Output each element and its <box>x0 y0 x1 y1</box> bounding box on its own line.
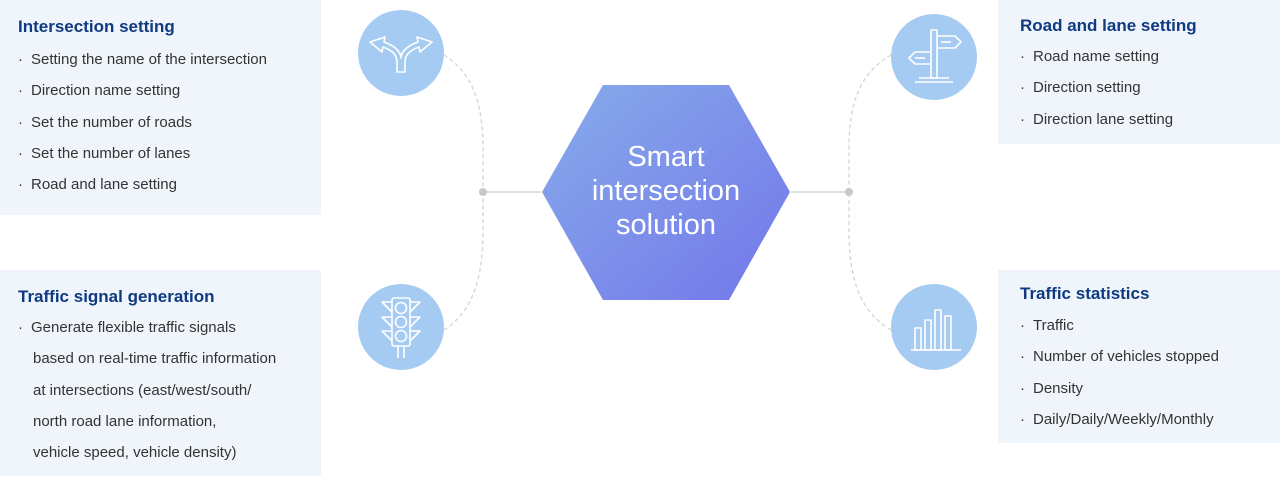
bullet: · <box>1020 110 1025 128</box>
panel-title: Traffic signal generation <box>18 287 215 306</box>
item-label: Set the number of roads <box>31 113 192 131</box>
description-text: based on real-time traffic information <box>33 350 277 368</box>
item-label: Direction setting <box>1033 79 1141 97</box>
list-item: · Set the number of lanes <box>18 144 267 175</box>
road-lane-list: · Road name setting · Direction setting · D… <box>1020 47 1173 141</box>
item-label: Set the number of lanes <box>31 144 191 162</box>
traffic-light-icon <box>358 284 444 370</box>
description-text: vehicle speed, vehicle density) <box>33 444 237 462</box>
list-item: · Setting the name of the intersection <box>18 50 267 81</box>
bullet: · <box>18 82 23 100</box>
bullet: · <box>1020 379 1025 397</box>
intersection-setting-panel: Intersection setting · Setting the name o… <box>0 0 321 215</box>
list-item: · Direction lane setting <box>1020 110 1173 141</box>
description-line: vehicle speed, vehicle density) <box>18 443 276 474</box>
item-label: Number of vehicles stopped <box>1033 348 1219 366</box>
traffic-signal-panel: Traffic signal generation · Generate flex… <box>0 270 321 476</box>
junction-dot-right <box>845 188 853 196</box>
list-item: · Number of vehicles stopped <box>1020 347 1219 378</box>
bullet: · <box>18 176 23 194</box>
traffic-stats-panel: Traffic statistics · Traffic · Number of v… <box>998 270 1280 443</box>
bullet: · <box>18 51 23 68</box>
bullet: · <box>1020 79 1025 97</box>
bullet: · <box>18 113 23 131</box>
bullet: · <box>18 144 23 162</box>
connector-stats <box>848 192 892 331</box>
list-item: · Daily/Daily/Weekly/Monthly <box>1020 410 1219 441</box>
bullet: · <box>18 319 23 336</box>
list-item: · Traffic <box>1020 316 1219 347</box>
description-text: Generate flexible traffic signals <box>31 319 236 336</box>
connector-intersection <box>443 54 484 192</box>
center-title-line: solution <box>616 209 716 241</box>
junction-dot-left <box>479 188 487 196</box>
list-item: · Direction setting <box>1020 78 1173 109</box>
item-label: Road name setting <box>1033 48 1159 65</box>
panel-title: Road and lane setting <box>1020 16 1197 35</box>
center-title-line: Smart <box>627 141 705 173</box>
item-label: Direction name setting <box>31 82 181 100</box>
hexagon-shape <box>542 85 790 300</box>
description-line: north road lane information, <box>18 412 276 443</box>
list-item: · Road name setting <box>1020 47 1173 78</box>
item-label: Road and lane setting <box>31 176 177 194</box>
traffic-signal-description: · Generate flexible traffic signals based… <box>18 318 276 474</box>
item-label: Traffic <box>1033 317 1074 334</box>
description-line: at intersections (east/west/south/ <box>18 381 276 412</box>
list-item: · Road and lane setting <box>18 175 267 206</box>
connector-road-lane <box>848 54 892 192</box>
bullet: · <box>1020 348 1025 366</box>
item-label: Daily/Daily/Weekly/Monthly <box>1033 410 1214 428</box>
list-item: · Density <box>1020 379 1219 410</box>
panel-title: Traffic statistics <box>1020 284 1150 303</box>
description-line: based on real-time traffic information <box>18 349 276 380</box>
signpost-icon <box>891 14 977 100</box>
item-label: Setting the name of the intersection <box>31 51 267 68</box>
description-line: · Generate flexible traffic signals <box>18 318 276 349</box>
road-lane-panel: Road and lane setting · Road name setting… <box>998 0 1280 144</box>
item-label: Direction lane setting <box>1033 110 1174 128</box>
bar-chart-icon <box>891 284 977 370</box>
description-text: at intersections (east/west/south/ <box>33 381 252 399</box>
bullet: · <box>1020 48 1025 65</box>
list-item: · Set the number of roads <box>18 113 267 144</box>
description-text: north road lane information, <box>33 412 217 430</box>
item-label: Density <box>1033 379 1084 397</box>
traffic-stats-list: · Traffic · Number of vehicles stopped · De… <box>1020 316 1219 441</box>
center-title: Smart intersection solution <box>541 140 791 242</box>
intersection-setting-list: · Setting the name of the intersection · D… <box>18 50 267 206</box>
bullet: · <box>1020 317 1025 334</box>
fork-arrows-icon <box>358 10 444 96</box>
panel-title: Intersection setting <box>18 17 175 36</box>
center-title-line: intersection <box>591 175 741 207</box>
list-item: · Direction name setting <box>18 81 267 112</box>
connector-signal <box>443 192 484 331</box>
bullet: · <box>1020 410 1025 428</box>
center-hexagon: Smart intersection solution <box>541 84 791 302</box>
